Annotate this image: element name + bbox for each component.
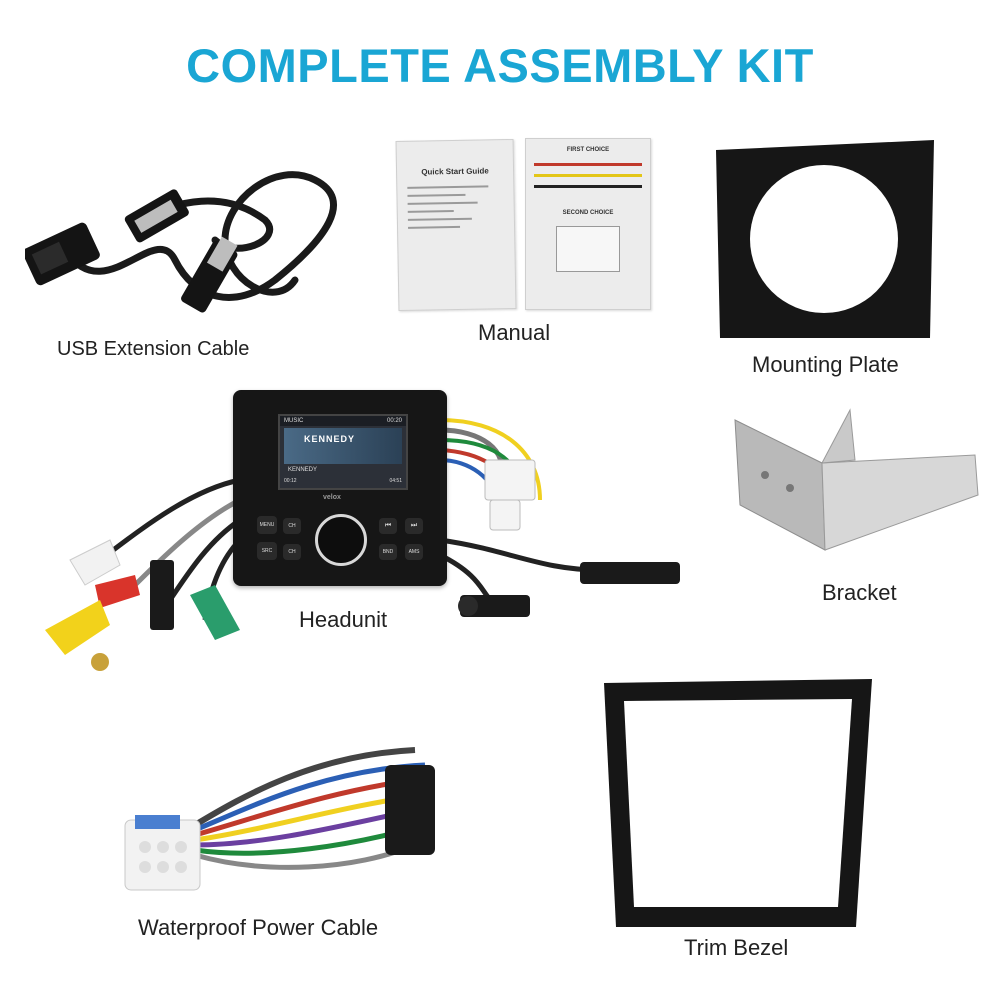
button-menu-label: MENU <box>259 522 275 528</box>
headunit-label: Headunit <box>299 607 388 632</box>
screen-track: KENNEDY <box>288 467 318 473</box>
mounting-plate-label: Mounting Plate <box>752 352 899 377</box>
manual-left-heading: Quick Start Guide <box>421 166 489 177</box>
mounting-plate-image <box>716 140 934 338</box>
button-ch-up[interactable]: CH <box>283 518 301 534</box>
button-prev[interactable]: ⏮ <box>379 518 397 534</box>
usb-extension-cable-image <box>25 171 337 313</box>
button-ams[interactable]: AMS <box>405 544 423 560</box>
button-bnd-label: BND <box>382 549 394 555</box>
button-ams-label: AMS <box>408 549 420 555</box>
button-menu[interactable]: MENU <box>257 516 277 534</box>
trim-bezel-label: Trim Bezel <box>684 935 789 960</box>
screen-time: 00:20 <box>386 418 402 424</box>
headunit-screen: MUSIC 00:20 KENNEDY KENNEDY 00:12 04:51 <box>278 414 408 490</box>
button-bnd[interactable]: BND <box>379 544 397 560</box>
rca-white-plug <box>69 539 121 586</box>
headunit-brand: velox <box>323 494 341 501</box>
rca-green-plug <box>190 585 240 640</box>
headunit-body: MUSIC 00:20 KENNEDY KENNEDY 00:12 04:51 … <box>233 390 447 586</box>
headunit-wires-image <box>45 418 680 671</box>
rca-yellow-plug <box>45 600 110 655</box>
manual-label: Manual <box>478 320 551 345</box>
manual-right-heading: FIRST CHOICE <box>566 147 610 153</box>
button-next[interactable]: ⏭ <box>405 518 423 534</box>
screen-movie-title: KENNEDY <box>304 434 356 444</box>
manual-right-subheading: SECOND CHOICE <box>562 210 614 216</box>
screen-tab: MUSIC <box>284 418 304 424</box>
button-ch-down[interactable]: CH <box>283 544 301 560</box>
manual-right-page: FIRST CHOICE SECOND CHOICE <box>525 138 651 310</box>
page-title: COMPLETE ASSEMBLY KIT <box>186 39 814 92</box>
bracket-image <box>734 408 979 551</box>
power-cable-image <box>124 747 435 891</box>
button-ch-down-label: CH <box>288 549 296 555</box>
button-ch-up-label: CH <box>288 523 296 529</box>
screen-elapsed: 00:12 <box>284 478 297 484</box>
trim-bezel-image <box>604 679 872 927</box>
manual-left-page: Quick Start Guide <box>395 138 517 312</box>
screen-remaining: 04:51 <box>389 478 402 484</box>
button-src-label: SRC <box>261 548 273 554</box>
rca-red-plug <box>95 575 140 608</box>
bracket-label: Bracket <box>822 580 897 605</box>
usb-extension-cable-label: USB Extension Cable <box>57 338 250 360</box>
button-src[interactable]: SRC <box>257 542 277 560</box>
power-cable-label: Waterproof Power Cable <box>138 915 379 940</box>
headunit-knob[interactable] <box>315 514 367 566</box>
